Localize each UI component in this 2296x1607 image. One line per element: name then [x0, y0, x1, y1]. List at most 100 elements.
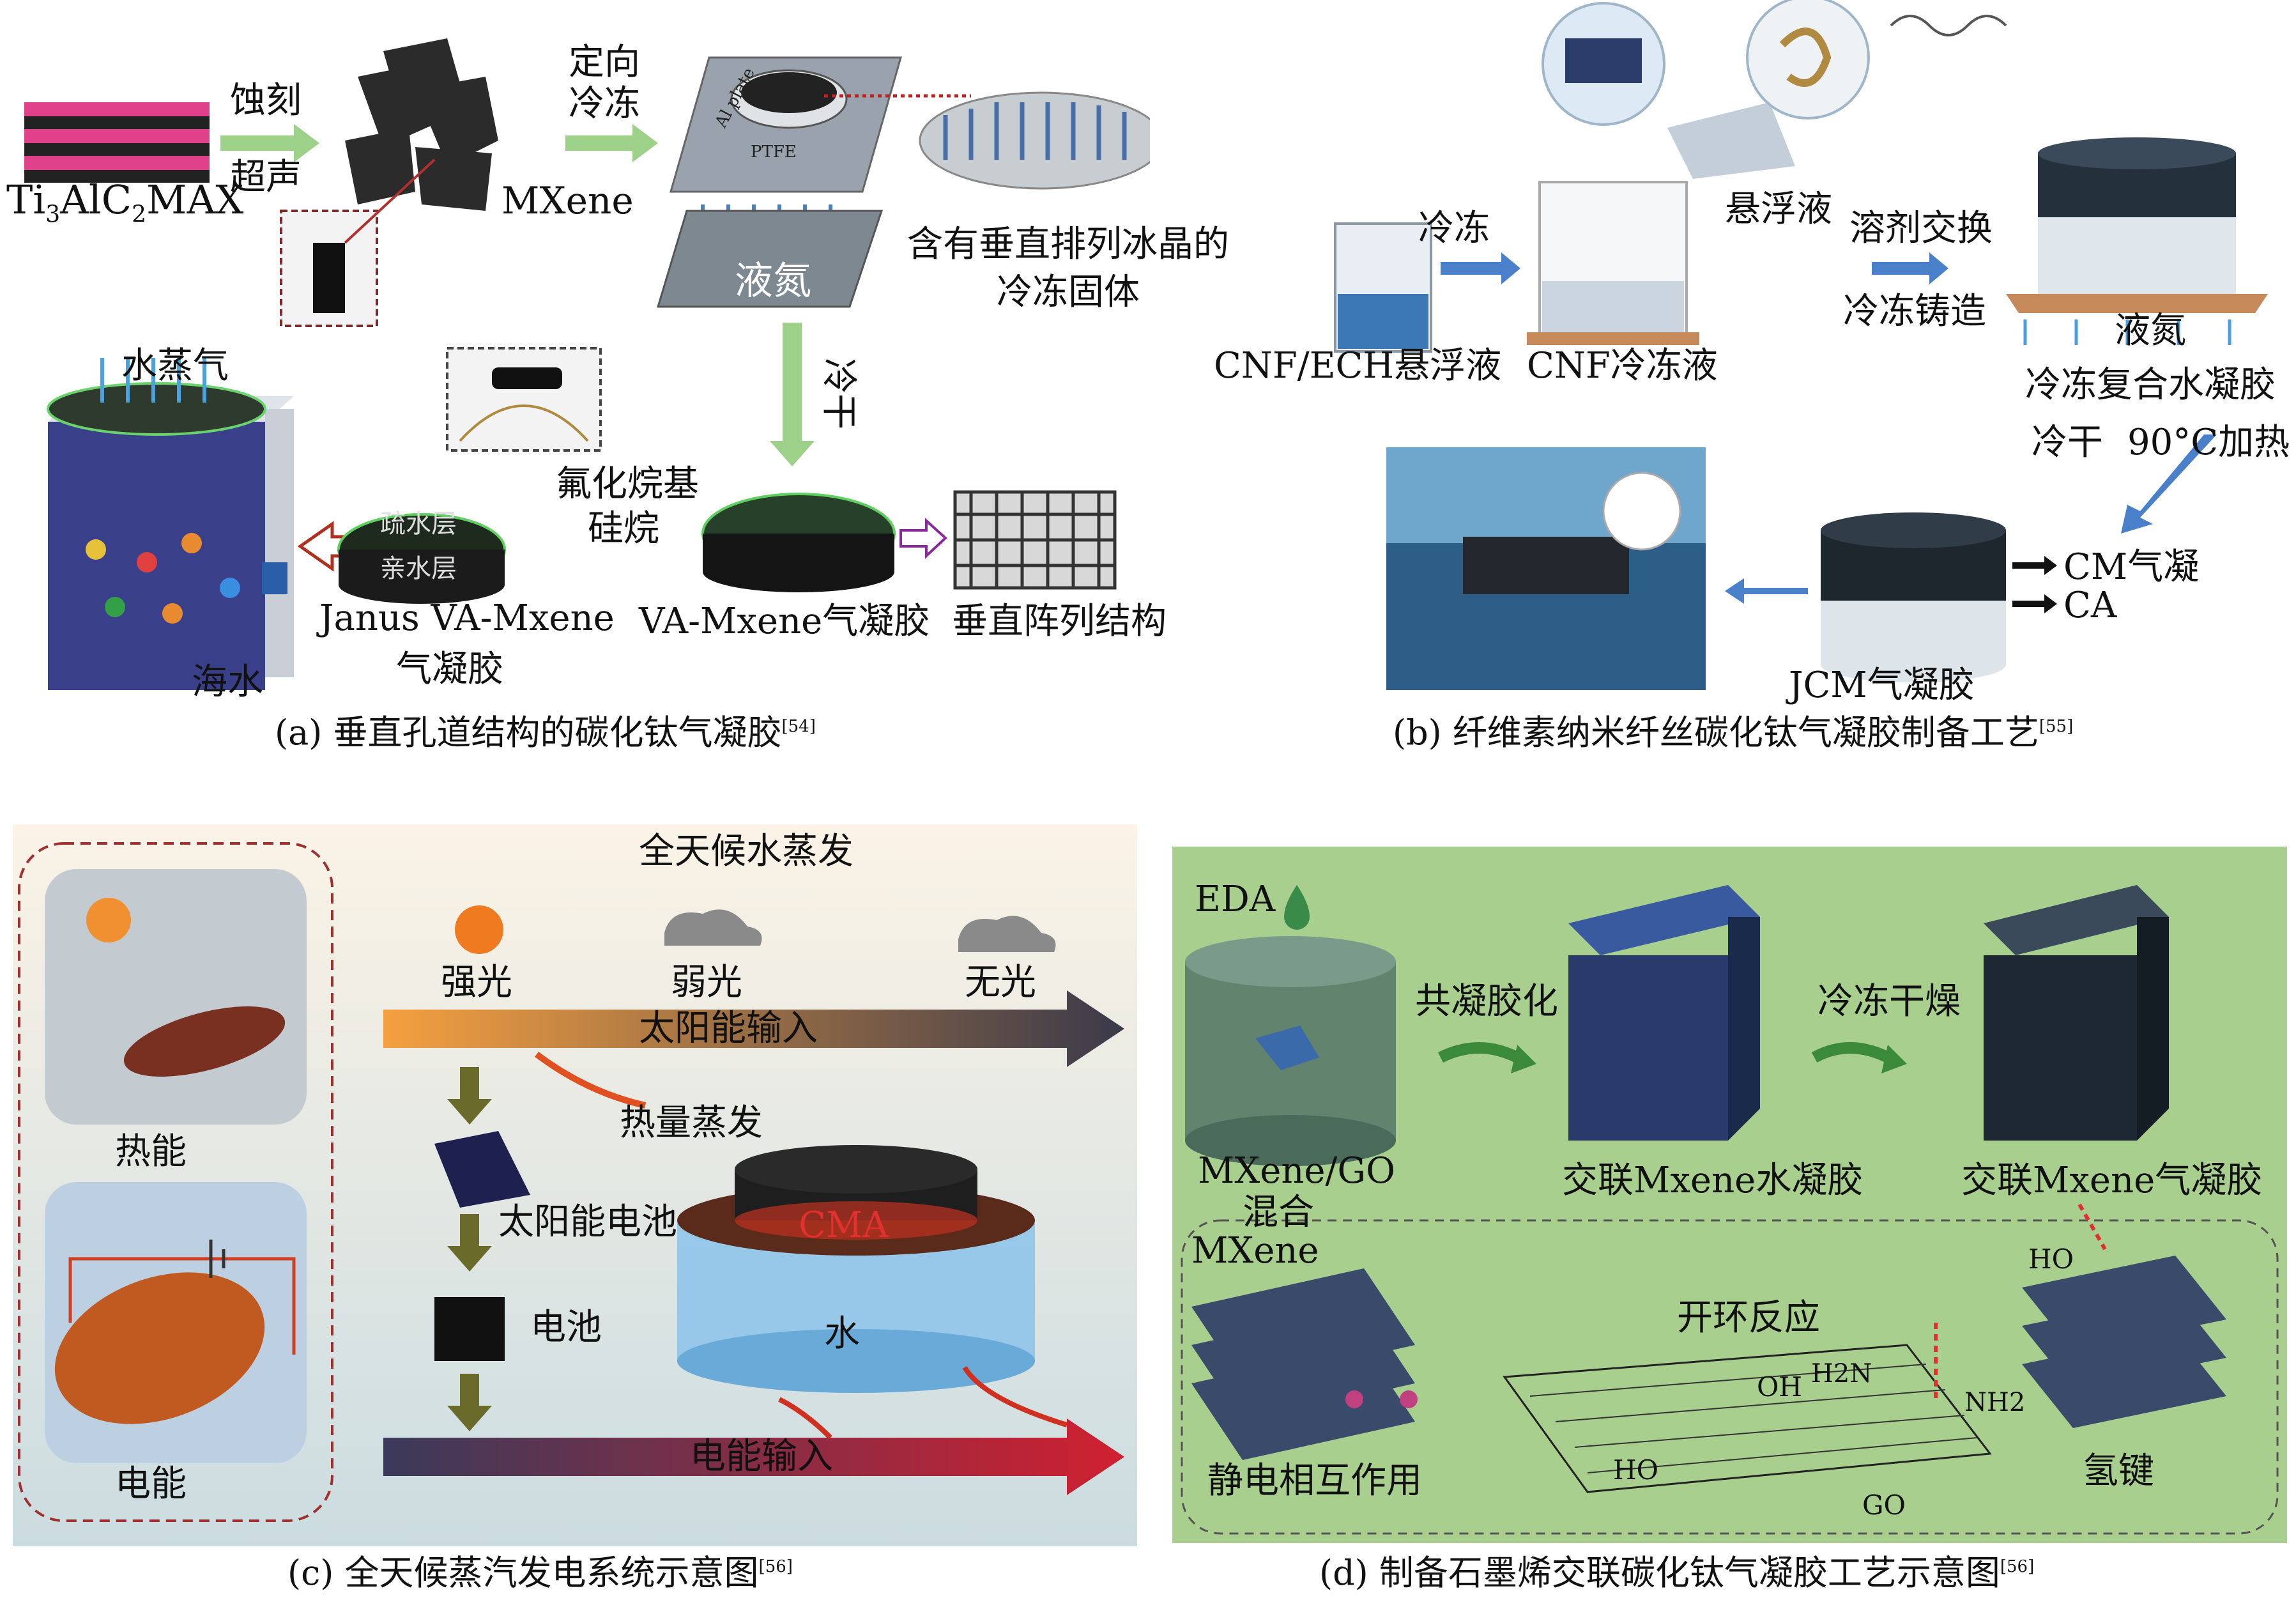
- cnf-frozen-label: CNF冷冻液: [1527, 348, 1718, 384]
- panel-c-title: 全天候水蒸发: [639, 834, 853, 870]
- weak-light-label: 弱光: [671, 965, 742, 1001]
- mxene-flakes-icon: [345, 38, 498, 211]
- fiber-inset-icon: [1747, 0, 1869, 118]
- hydrogel-label: 交联Mxene水凝胶: [1562, 1163, 1863, 1199]
- jcm-to-photo-arrow: [1725, 578, 1808, 604]
- vertical-array-label: 垂直阵列结构: [952, 604, 1167, 640]
- electric-input-label: 电能输入: [690, 1439, 833, 1475]
- heating-label: 90°C加热: [2127, 425, 2290, 461]
- ring-open-label: 开环反应: [1677, 1300, 1820, 1336]
- freeze-arrow-b: [1441, 252, 1520, 284]
- water-label: 水: [824, 1316, 860, 1352]
- freeze-label-b: 冷冻: [1418, 211, 1490, 247]
- max-label: Ti3AlC2MAX: [6, 180, 243, 226]
- ca-arrow: [2012, 594, 2057, 613]
- frozen-solid-icon: [920, 93, 1150, 188]
- caption-c: (c) 全天候蒸汽发电系统示意图[56]: [287, 1556, 793, 1590]
- janus-label-2: 气凝胶: [396, 652, 503, 688]
- ca-label: CA: [2063, 588, 2116, 624]
- ho-label: HO: [2028, 1246, 2074, 1273]
- beaker-icon: [1335, 224, 1431, 351]
- mix-beaker-icon: [1185, 936, 1396, 1166]
- sun-icon: [455, 905, 503, 954]
- electric-label: 电能: [115, 1466, 187, 1502]
- mix-label-2: 混合: [1243, 1195, 1314, 1231]
- caption-b: (b) 纤维素纳米纤丝碳化钛气凝胶制备工艺[55]: [1393, 716, 2073, 750]
- freeze-dry-label-b: 冷干: [2032, 425, 2103, 461]
- hydrophilic-layer-label: 亲水层: [380, 556, 457, 581]
- electrostatic-label: 静电相互作用: [1207, 1463, 1422, 1499]
- panel-a: Ti3AlC2MAX 蚀刻 超声 MXene 定向 冷冻 Al plate PT…: [0, 0, 1150, 767]
- freeze-dry-arrow: [770, 323, 815, 466]
- frozen-solid-label-2: 冷冻固体: [997, 275, 1140, 311]
- aerogel-cube-icon: [1984, 885, 2169, 1141]
- heat-evap-label: 热量蒸发: [620, 1105, 763, 1141]
- fluoro-label-1: 氟化烷基: [556, 466, 699, 502]
- fluoro-label-2: 硅烷: [588, 511, 659, 547]
- solar-cell-label: 太阳能电池: [498, 1204, 677, 1240]
- directional-label: 定向: [569, 45, 640, 81]
- droplet-inset: [447, 348, 601, 450]
- hydrogel-cube-icon: [1568, 885, 1760, 1141]
- cnf-ech-label: CNF/ECH悬浮液: [1214, 348, 1501, 384]
- co-gel-label: 共凝胶化: [1415, 984, 1558, 1020]
- panel-d: EDA 共凝胶化 冷冻干燥 MXene/GO 混合 交联Mxene水凝胶 交联M…: [1172, 847, 2296, 1607]
- oh-label: OH: [1757, 1374, 1802, 1401]
- etch-label: 蚀刻: [230, 83, 302, 119]
- jcm-cylinder-icon: [1821, 512, 2006, 682]
- battery-icon: [434, 1297, 505, 1361]
- solar-input-label: 太阳能输入: [639, 1011, 818, 1047]
- janus-label-1: Janus VA-Mxene: [319, 601, 615, 636]
- suspension-label: 悬浮液: [1725, 192, 1832, 227]
- ocean-photo: [1386, 447, 1706, 690]
- thermal-label: 热能: [115, 1134, 187, 1170]
- solvent-exchange-label: 溶剂交换: [1849, 211, 1993, 247]
- freeze-dry-label: 冷干: [820, 358, 856, 429]
- thermal-box: [45, 869, 307, 1125]
- freeze-cast-label: 冷冻铸造: [1843, 294, 1986, 330]
- water-vapor-label: 水蒸气: [121, 348, 229, 384]
- solvent-exchange-arrow: [1872, 252, 1948, 284]
- panel-c: 全天候水蒸发 强光 弱光 无光 太阳能输入 热量蒸发 热能 太阳能电池 CMA …: [13, 824, 1150, 1607]
- ho2-label: HO: [1613, 1457, 1658, 1484]
- hydrophobic-layer-label: 疏水层: [380, 511, 457, 537]
- honeycomb-icon: [955, 492, 1115, 588]
- battery-label: 电池: [530, 1310, 602, 1346]
- frozen-hydrogel-label: 冷冻复合水凝胶: [2025, 367, 2276, 403]
- fiber-squiggle: [1891, 16, 2006, 35]
- eda-label: EDA: [1195, 882, 1275, 918]
- jcm-label: JCM气凝胶: [1789, 668, 1975, 704]
- no-light-label: 无光: [965, 965, 1036, 1001]
- h2n-label: H2N: [1811, 1361, 1872, 1387]
- freeze-dry-label-d: 冷冻干燥: [1818, 984, 1961, 1020]
- freeze-label: 冷冻: [569, 86, 640, 122]
- liquid-nitrogen-label-b: 液氮: [2115, 313, 2186, 349]
- go-label: GO: [1862, 1492, 1906, 1519]
- caption-d: (d) 制备石墨烯交联碳化钛气凝胶工艺示意图[56]: [1319, 1556, 2034, 1590]
- mxene-label-d: MXene: [1191, 1233, 1319, 1269]
- cma-label: CMA: [799, 1208, 889, 1243]
- cm-label: CM气凝: [2063, 550, 2199, 585]
- caption-a: (a) 垂直孔道结构的碳化钛气凝胶[54]: [275, 716, 816, 750]
- ultrasound-label: 超声: [230, 160, 302, 196]
- freeze-arrow: [565, 124, 658, 162]
- liquid-nitrogen-label: 液氮: [735, 262, 811, 300]
- strong-light-label: 强光: [441, 965, 512, 1001]
- aerogel-label: 交联Mxene气凝胶: [1961, 1163, 2262, 1199]
- evaporator-container-icon: [48, 358, 294, 690]
- frozen-solid-label-1: 含有垂直排列冰晶的: [907, 227, 1229, 263]
- mxene-label: MXene: [501, 182, 634, 219]
- max-layers-icon: [24, 102, 210, 183]
- nh2-label: NH2: [1964, 1390, 2025, 1415]
- mxene-layers-right-icon: [2022, 1256, 2226, 1428]
- cm-arrow: [2012, 556, 2057, 575]
- seawater-label: 海水: [192, 665, 263, 700]
- sun-icon-left: [86, 898, 131, 942]
- hollow-arrow-right: [901, 521, 945, 556]
- va-aerogel-label: VA-Mxene气凝胶: [639, 604, 930, 640]
- frozen-container-icon: [1527, 182, 1699, 345]
- hbond-label: 氢键: [2083, 1454, 2154, 1489]
- mix-label-1: MXene/GO: [1198, 1153, 1395, 1189]
- ptfe-label: PTFE: [751, 144, 797, 160]
- panel-b: 冷冻 CNF/ECH悬浮液 CNF冷冻液 悬浮液 溶剂交换 冷冻铸造 液氮 冷冻…: [1182, 0, 2296, 767]
